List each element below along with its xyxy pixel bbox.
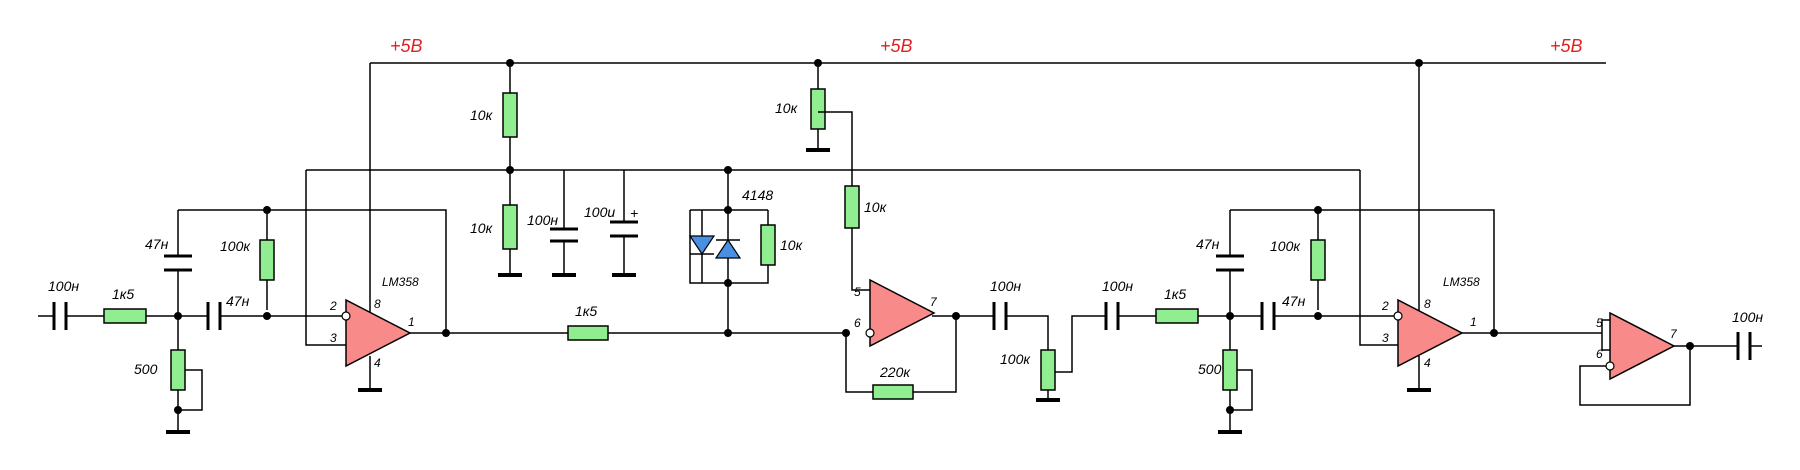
junctions	[174, 59, 1694, 414]
label-stage2-r-in: 1к5	[1164, 286, 1186, 302]
resistor-stage2-fb	[1310, 239, 1326, 281]
label-plus: +	[630, 205, 638, 221]
label-mid-r-pin5: 10к	[864, 199, 888, 215]
opamp-stage2	[1397, 298, 1464, 368]
chip-label-left: LM358	[382, 275, 419, 289]
pin-5-buffer: 5	[1596, 316, 1603, 330]
resistor-stage2-in	[1155, 308, 1199, 324]
label-output-c: 100н	[1732, 309, 1763, 325]
label-mid-r-series: 1к5	[575, 303, 597, 319]
label-stage2-c-top: 47н	[1196, 236, 1220, 252]
label-bias-c-electro: 100u	[584, 204, 615, 220]
pin-6-mid: 6	[854, 316, 861, 330]
label-stage2-c-in: 100н	[1102, 278, 1133, 294]
label-mid-c-out: 100н	[990, 278, 1021, 294]
opamp-mid	[869, 278, 936, 348]
label-c-series: 47н	[226, 293, 250, 309]
pot-mid-10k	[810, 88, 826, 130]
pin-5-mid: 5	[854, 285, 861, 299]
chip-label-right: LM358	[1443, 275, 1480, 289]
pin-2-stage1: 2	[329, 299, 337, 313]
pin-8-stage1: 8	[374, 297, 381, 311]
pin-3-stage2: 3	[1382, 331, 1389, 345]
label-r-pot: 500	[134, 361, 158, 377]
power-label-mid: +5В	[880, 36, 913, 56]
pot-stage2-500	[1222, 349, 1238, 391]
resistor-fb-100k	[259, 239, 275, 281]
resistors	[103, 88, 1326, 400]
pin-8-stage2: 8	[1424, 297, 1431, 311]
label-bias-c-small: 100н	[527, 212, 558, 228]
diodes	[688, 210, 742, 283]
label-mid-r-fb: 220к	[879, 364, 911, 380]
pin-4-stage1: 4	[374, 356, 381, 370]
resistor-bias-bottom	[502, 204, 518, 250]
label-limiter-r: 10к	[780, 237, 804, 253]
opamps	[341, 278, 1676, 381]
power-label-right: +5В	[1550, 36, 1583, 56]
label-bias-r-bottom: 10к	[470, 220, 494, 236]
opamp-buffer	[1609, 311, 1676, 381]
label-r-in: 1к5	[112, 286, 134, 302]
power-label-left: +5В	[390, 36, 423, 56]
labels: +5В +5В +5В LM358 LM358 100н 1к5 47н 500…	[48, 36, 1763, 380]
resistor-limiter	[760, 224, 776, 266]
label-stage2-c-series: 47н	[1282, 293, 1306, 309]
label-diode: 4148	[742, 187, 773, 203]
pot-volume-100k	[1040, 349, 1056, 391]
diode-left	[688, 235, 716, 256]
label-stage2-r-fb: 100к	[1270, 238, 1301, 254]
diode-right	[714, 238, 742, 259]
pin-1-stage2: 1	[1470, 315, 1477, 329]
label-r-fb: 100к	[220, 238, 251, 254]
pin-7-mid: 7	[930, 295, 938, 309]
pin-7-buffer: 7	[1670, 327, 1678, 341]
pin-3-stage1: 3	[330, 331, 337, 345]
label-stage2-r-pot: 500	[1198, 361, 1222, 377]
resistor-r-in	[103, 308, 147, 324]
label-volume-pot: 100к	[1000, 351, 1031, 367]
pin-1-stage1: 1	[408, 315, 415, 329]
label-bias-r-top: 10к	[470, 107, 494, 123]
opamp-stage1	[345, 298, 412, 368]
pin-2-stage2: 2	[1381, 299, 1389, 313]
resistor-to-pin5	[844, 185, 860, 229]
resistor-bias-top	[502, 92, 518, 138]
capacitors	[52, 220, 1752, 360]
pin-4-stage2: 4	[1424, 356, 1431, 370]
resistor-fb-220k	[872, 384, 914, 400]
pin-6-buffer: 6	[1596, 347, 1603, 361]
label-c-top: 47н	[145, 236, 169, 252]
label-c-in: 100н	[48, 278, 79, 294]
label-mid-pot: 10к	[775, 100, 799, 116]
grounds	[166, 148, 1431, 434]
pot-500	[170, 349, 186, 391]
resistor-mid-series	[567, 325, 609, 341]
